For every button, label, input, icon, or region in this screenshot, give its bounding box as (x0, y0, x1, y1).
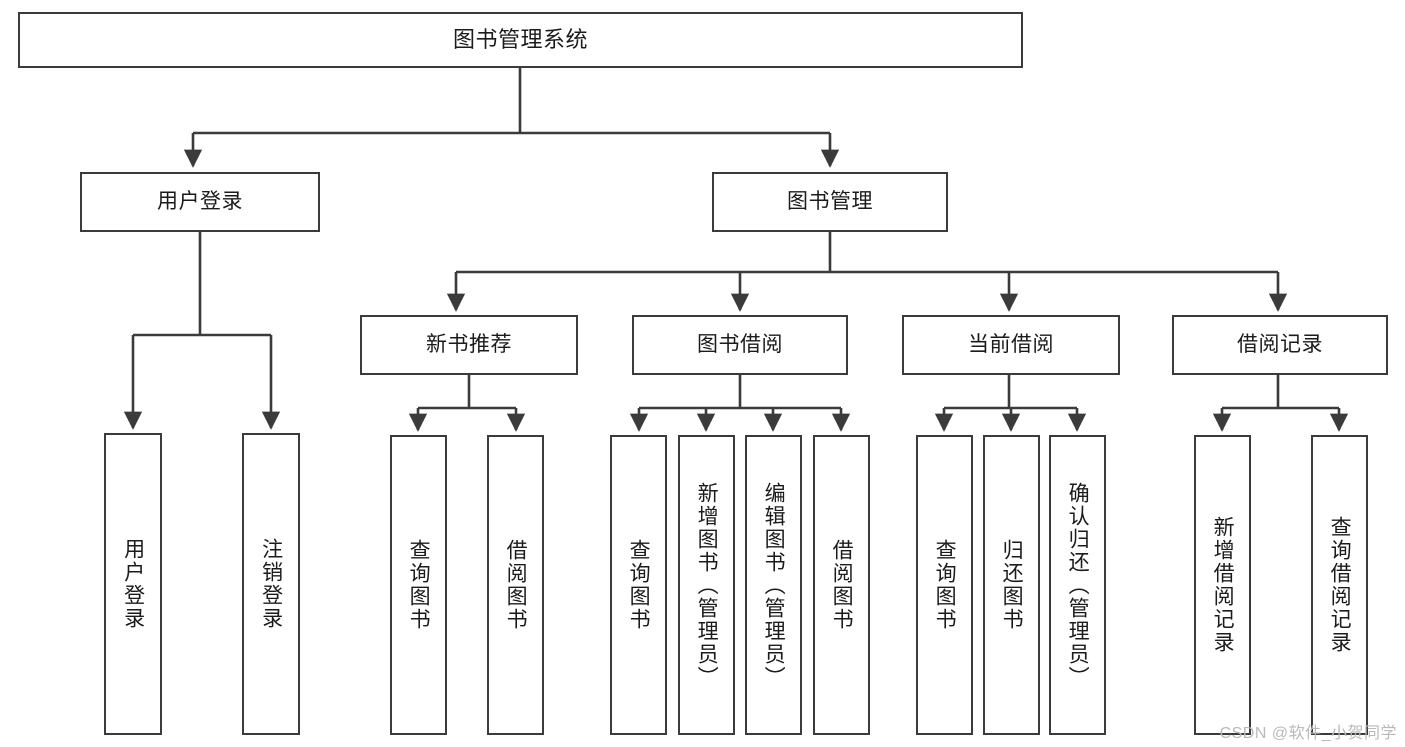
node-label: 新增借阅记录 (1211, 516, 1235, 654)
node-leaf-borrow-book-2[interactable]: 借阅图书 (813, 435, 870, 735)
node-book-manage[interactable]: 图书管理 (712, 172, 948, 232)
node-leaf-return-book[interactable]: 归还图书 (983, 435, 1040, 735)
node-leaf-confirm-return[interactable]: 确认归还（管理员） (1049, 435, 1106, 735)
node-leaf-logout-login[interactable]: 注销登录 (242, 433, 300, 735)
node-label: 图书管理 (787, 190, 873, 214)
node-label: 查询借阅记录 (1328, 516, 1352, 654)
node-root-system[interactable]: 图书管理系统 (18, 12, 1023, 68)
node-label: 图书借阅 (697, 333, 783, 357)
node-label: 图书管理系统 (452, 26, 588, 52)
node-label: 注销登录 (259, 538, 283, 630)
node-leaf-query-book-1[interactable]: 查询图书 (390, 435, 447, 735)
node-new-book-recommend[interactable]: 新书推荐 (360, 315, 578, 375)
node-label: 确认归还（管理员） (1066, 481, 1090, 689)
node-book-borrow[interactable]: 图书借阅 (632, 315, 848, 375)
node-label: 归还图书 (1000, 539, 1024, 631)
node-label: 借阅图书 (504, 539, 528, 631)
node-borrow-record[interactable]: 借阅记录 (1172, 315, 1388, 375)
node-leaf-query-book-3[interactable]: 查询图书 (916, 435, 973, 735)
csdn-watermark: CSDN @软件_小贺同学 (1219, 725, 1397, 742)
node-leaf-add-book[interactable]: 新增图书（管理员） (678, 435, 735, 735)
node-label: 借阅记录 (1237, 333, 1323, 357)
node-label: 查询图书 (627, 539, 651, 631)
node-leaf-add-record[interactable]: 新增借阅记录 (1194, 435, 1251, 735)
node-leaf-query-book-2[interactable]: 查询图书 (610, 435, 667, 735)
node-label: 用户登录 (121, 538, 145, 630)
node-label: 编辑图书（管理员） (762, 481, 786, 689)
node-label: 当前借阅 (968, 333, 1054, 357)
node-leaf-user-login[interactable]: 用户登录 (104, 433, 162, 735)
node-label: 查询图书 (933, 539, 957, 631)
node-label: 新增图书（管理员） (695, 481, 719, 689)
node-leaf-borrow-book-1[interactable]: 借阅图书 (487, 435, 544, 735)
node-current-borrow[interactable]: 当前借阅 (902, 315, 1120, 375)
node-label: 新书推荐 (426, 333, 512, 357)
node-label: 查询图书 (407, 539, 431, 631)
node-leaf-query-record[interactable]: 查询借阅记录 (1311, 435, 1368, 735)
node-label: 借阅图书 (830, 539, 854, 631)
node-user-login[interactable]: 用户登录 (80, 172, 320, 232)
node-leaf-edit-book[interactable]: 编辑图书（管理员） (745, 435, 802, 735)
node-label: 用户登录 (157, 190, 243, 214)
